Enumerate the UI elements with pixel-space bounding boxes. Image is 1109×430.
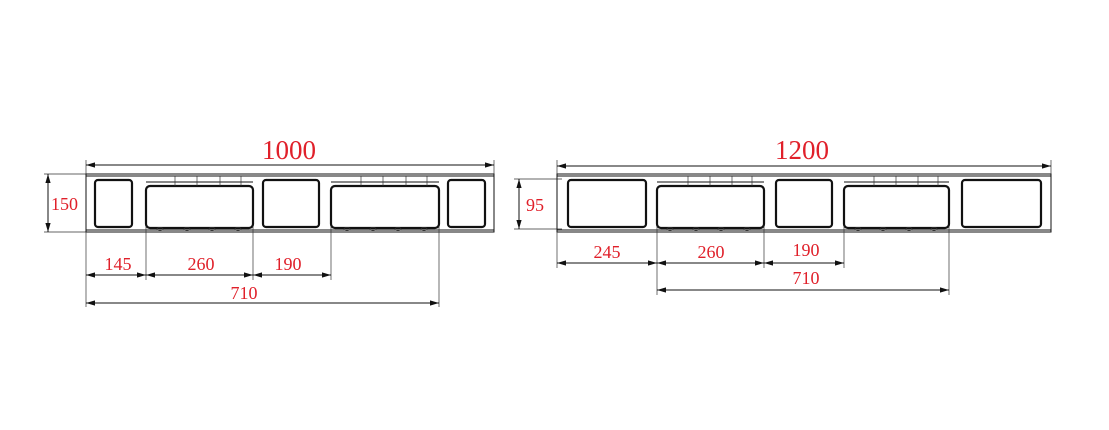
chain-dimension-line: [86, 272, 331, 278]
dim-a-label: 145: [105, 254, 132, 274]
overall-dimension-line: [85, 160, 495, 175]
pallet-1000-drawing: 1000 150: [44, 135, 495, 307]
dim-c-label: 190: [793, 240, 820, 260]
overall-width-label: 1000: [262, 135, 316, 165]
total-dimension-line: [657, 287, 949, 293]
overall-width-label: 1200: [775, 135, 829, 165]
height-label: 150: [51, 194, 78, 214]
pallet-1200-drawing: 1200 95: [514, 135, 1052, 295]
chain-dimension-line: [557, 260, 844, 266]
dim-total-label: 710: [793, 268, 820, 288]
extension-lines: [85, 226, 440, 307]
pallet-body: [85, 173, 495, 233]
dim-b-label: 260: [188, 254, 215, 274]
total-dimension-line: [86, 300, 439, 306]
dim-total-label: 710: [231, 283, 258, 303]
height-dimension-line: [514, 178, 562, 230]
height-dimension-line: [44, 173, 90, 233]
dim-b-label: 260: [698, 242, 725, 262]
height-label: 95: [526, 195, 544, 215]
dim-a-label: 245: [594, 242, 621, 262]
dim-c-label: 190: [275, 254, 302, 274]
extension-lines: [556, 226, 950, 295]
overall-dimension-line: [556, 160, 1052, 175]
pallet-body: [556, 173, 1052, 233]
